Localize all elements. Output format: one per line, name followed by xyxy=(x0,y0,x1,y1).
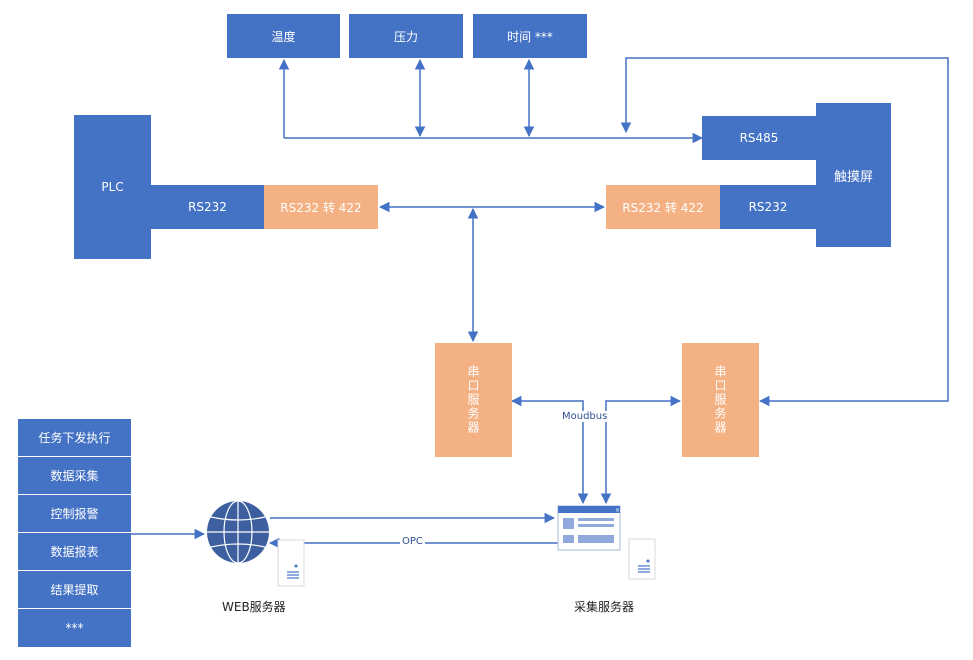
rs485-label: RS485 xyxy=(739,131,779,145)
pressure-box: 压力 xyxy=(349,14,463,58)
plc-converter-label: RS232 转 422 xyxy=(280,200,362,215)
collect-server-node: × xyxy=(557,505,657,580)
menu-item-report: 数据报表 xyxy=(18,533,131,571)
serial-server-left: 串口服务器 xyxy=(435,343,512,457)
plc-label: PLC xyxy=(101,180,124,194)
menu-item-task: 任务下发执行 xyxy=(18,419,131,457)
touchscreen-rs232-box: RS232 xyxy=(720,185,816,229)
menu-item-extract: 结果提取 xyxy=(18,571,131,609)
time-label: 时间 *** xyxy=(507,29,553,44)
window-icon: × xyxy=(557,505,656,580)
serial-server-right-label: 串口服务器 xyxy=(713,365,727,435)
touchscreen-label: 触摸屏 xyxy=(833,169,873,185)
temperature-box: 温度 xyxy=(227,14,340,58)
loop-line xyxy=(620,57,949,407)
collect-server-label: 采集服务器 xyxy=(574,600,635,614)
time-box: 时间 *** xyxy=(473,14,587,58)
menu-item-alarm: 控制报警 xyxy=(18,495,131,533)
modbus-right-link xyxy=(600,395,682,505)
web-server-label: WEB服务器 xyxy=(222,600,286,614)
touchscreen-converter-box: RS232 转 422 xyxy=(606,185,720,229)
serial-server-right: 串口服务器 xyxy=(682,343,759,457)
serial-server-left-label: 串口服务器 xyxy=(466,365,480,435)
svg-text:×: × xyxy=(615,507,620,514)
globe-icon xyxy=(207,500,305,587)
plc-rs232-label: RS232 xyxy=(188,200,227,214)
touchscreen-rs232-label: RS232 xyxy=(748,200,788,214)
modbus-label: Moudbus xyxy=(560,411,610,422)
function-menu: 任务下发执行 数据采集 控制报警 数据报表 结果提取 *** xyxy=(18,419,131,647)
rs485-box: RS485 xyxy=(702,116,816,160)
web-server-node xyxy=(205,500,305,590)
touchscreen-box: 触摸屏 xyxy=(816,103,891,247)
menu-item-more: *** xyxy=(65,621,84,635)
modbus-left-link xyxy=(510,395,589,505)
menu-item-collect: 数据采集 xyxy=(18,457,131,495)
plc-rs232-box: RS232 xyxy=(151,185,264,229)
touchscreen-converter-label: RS232 转 422 xyxy=(622,200,704,215)
temperature-label: 温度 xyxy=(271,29,296,44)
opc-label: OPC xyxy=(400,536,425,547)
plc-converter-box: RS232 转 422 xyxy=(264,185,378,229)
pressure-label: 压力 xyxy=(393,29,418,44)
plc-box: PLC xyxy=(74,115,151,259)
